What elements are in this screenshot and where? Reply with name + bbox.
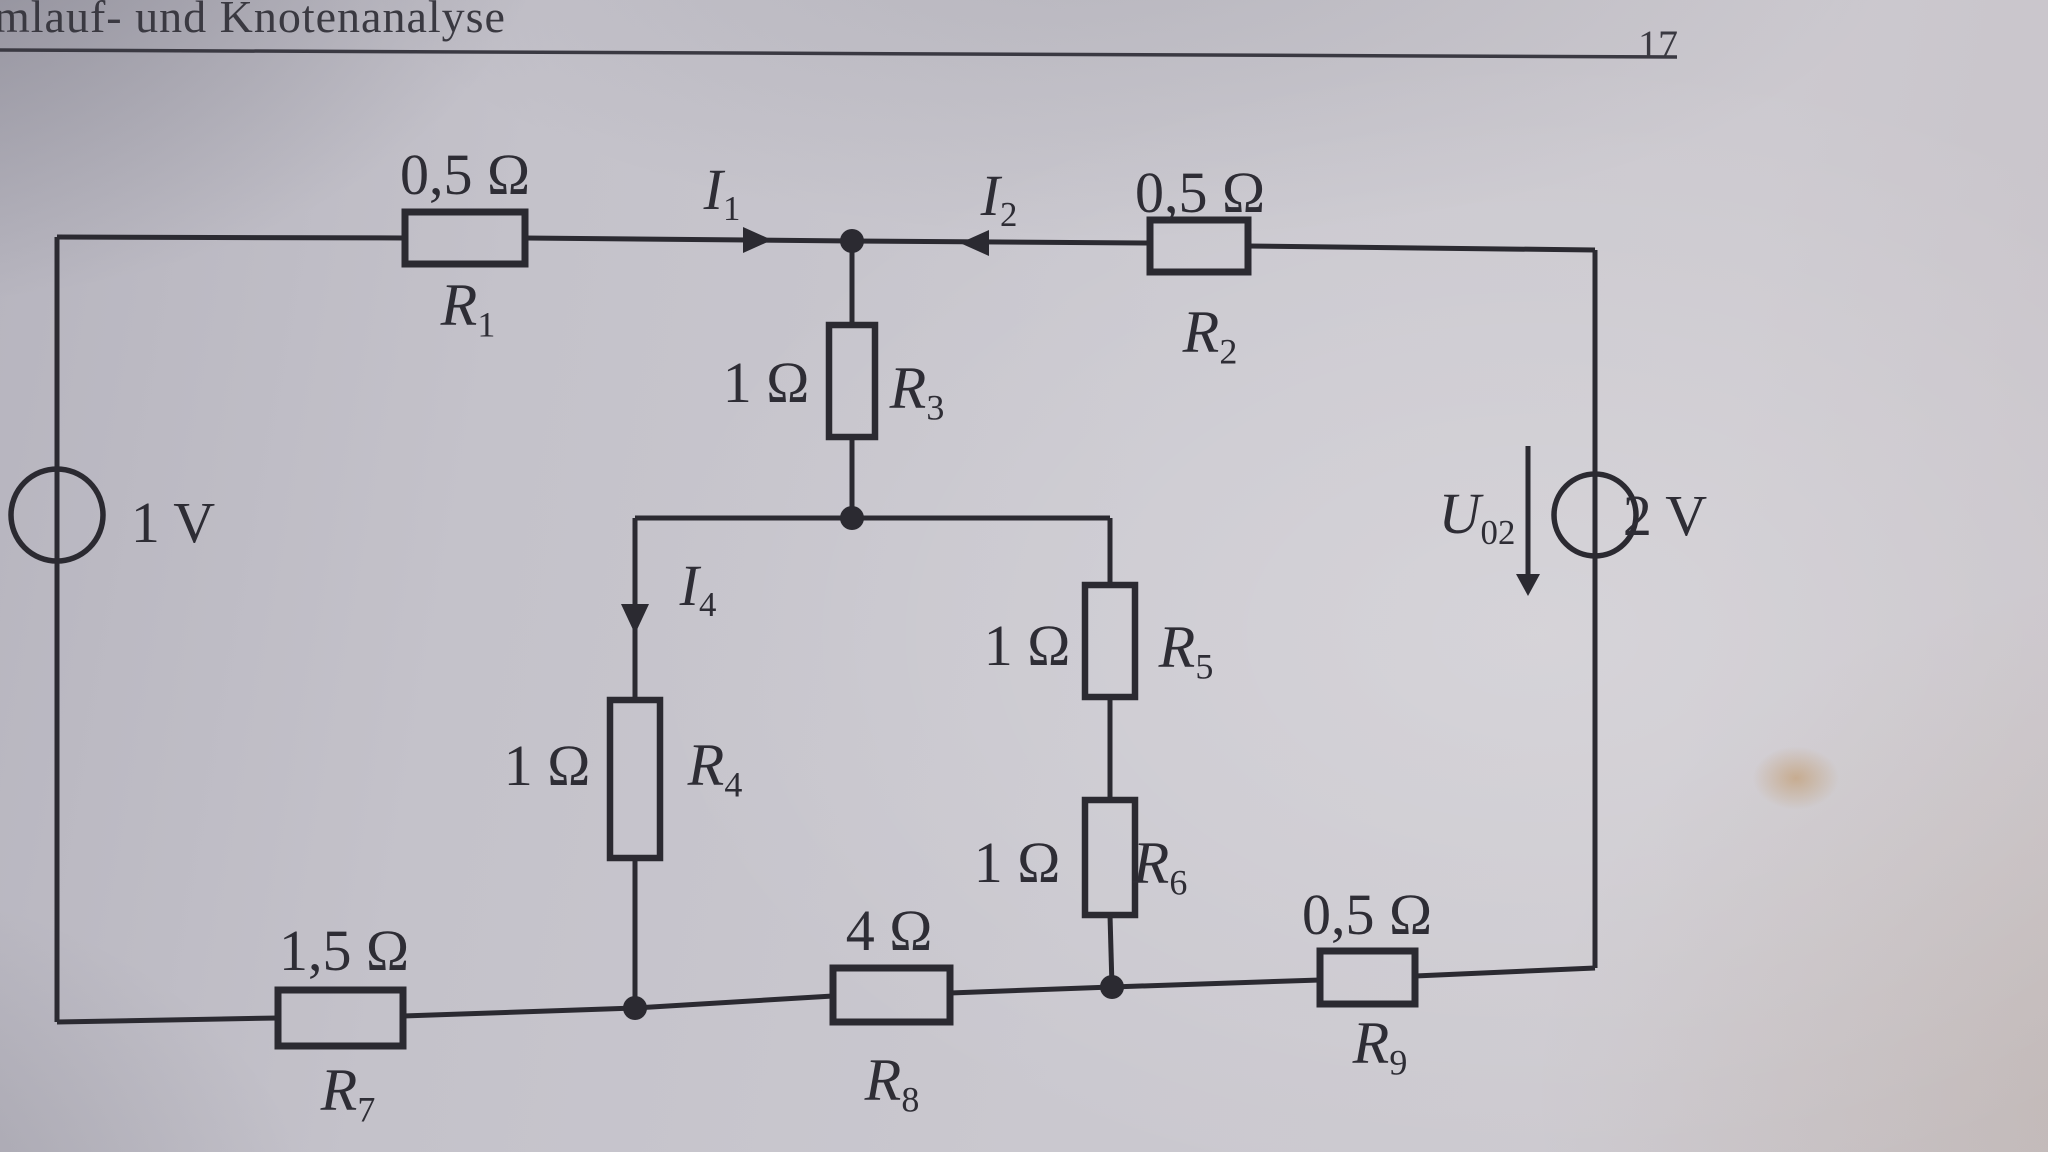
current-symbol: I xyxy=(980,163,1000,228)
voltage-source-1v-label: 1 V xyxy=(130,490,216,555)
source-symbols xyxy=(8,466,1639,564)
i1-arrowhead xyxy=(743,227,772,253)
current-i2-label: I2 xyxy=(981,167,1018,233)
resistor-r1-box xyxy=(401,208,529,268)
resistor-r9-box xyxy=(1316,947,1419,1008)
resistor-symbol: R xyxy=(320,1057,358,1123)
wire-top-left xyxy=(56,234,406,241)
i2-arrowhead xyxy=(960,230,989,256)
wire-bottom-left xyxy=(56,1015,279,1025)
resistor-boxes xyxy=(274,208,1419,1050)
node-mid xyxy=(840,506,864,530)
resistor-subscript: 1 xyxy=(477,304,496,345)
current-i1-label: I1 xyxy=(704,161,741,227)
resistor-r2-value: 0,5 Ω xyxy=(1134,160,1266,225)
resistor-r2-label: R2 xyxy=(1182,299,1238,370)
resistor-r1-value: 0,5 Ω xyxy=(399,142,531,207)
node-bottom-left xyxy=(623,996,647,1020)
current-i4-label: I4 xyxy=(680,557,717,623)
resistor-symbol: R xyxy=(889,355,927,421)
resistor-symbol: R xyxy=(864,1047,902,1113)
resistor-symbol: R xyxy=(1352,1010,1390,1076)
wire-top-mid-left xyxy=(524,235,853,244)
page-number: 17 xyxy=(1638,22,1678,67)
resistor-r8-box xyxy=(829,964,954,1026)
current-symbol: I xyxy=(703,157,723,222)
resistor-r6-box xyxy=(1081,796,1139,919)
resistor-r4-value: 1 Ω xyxy=(503,733,591,798)
wire-bottom-node-r9 xyxy=(1111,977,1321,990)
resistor-subscript: 2 xyxy=(1219,331,1238,372)
u02-arrowhead xyxy=(1516,574,1540,596)
current-subscript: 1 xyxy=(722,189,741,229)
page-header-title: mlauf- und Knotenanalyse xyxy=(0,0,506,42)
resistor-r6-label: R6 xyxy=(1132,830,1188,901)
resistor-r7-value: 1,5 Ω xyxy=(278,918,410,983)
resistor-r2-box xyxy=(1146,216,1252,276)
resistor-symbol: R xyxy=(1132,830,1170,896)
resistor-symbol: R xyxy=(1158,614,1196,680)
resistor-r9-value: 0,5 Ω xyxy=(1301,882,1433,947)
resistor-symbol: R xyxy=(1182,299,1220,365)
node-top xyxy=(840,229,864,253)
current-subscript: 4 xyxy=(698,585,717,625)
resistor-symbol: R xyxy=(440,272,478,338)
node-bottom-right xyxy=(1100,975,1124,999)
resistor-r5-value: 1 Ω xyxy=(983,613,1071,678)
resistor-r5-box xyxy=(1081,581,1139,701)
resistor-subscript: 5 xyxy=(1195,646,1214,687)
resistor-r5-label: R5 xyxy=(1158,614,1214,685)
resistor-r7-box xyxy=(274,986,407,1050)
resistor-subscript: 3 xyxy=(926,387,945,428)
resistor-r8-value: 4 Ω xyxy=(845,898,933,963)
voltage-symbol: U xyxy=(1438,481,1481,546)
circuit-wires xyxy=(0,48,1678,1025)
current-subscript: 2 xyxy=(999,195,1018,235)
resistor-subscript: 7 xyxy=(357,1089,376,1130)
wire-r6-bottom xyxy=(1107,914,1115,988)
wire-bottom-r8-node xyxy=(949,984,1113,996)
wire-top-mid-right xyxy=(851,238,1151,246)
i4-arrowhead xyxy=(621,604,649,634)
voltage-source-1v-circle xyxy=(8,466,106,564)
wire-bottom-node-r8 xyxy=(634,993,834,1011)
wire-bottom-right xyxy=(1414,965,1596,979)
resistor-r1-label: R1 xyxy=(440,272,496,343)
resistor-r8-label: R8 xyxy=(864,1047,920,1118)
resistor-r3-box xyxy=(825,321,879,441)
resistor-r6-value: 1 Ω xyxy=(973,830,1061,895)
resistor-subscript: 4 xyxy=(724,764,743,805)
voltage-source-2v-label: 2 V xyxy=(1622,483,1708,548)
resistor-subscript: 8 xyxy=(901,1079,920,1120)
resistor-subscript: 6 xyxy=(1169,862,1188,903)
current-symbol: I xyxy=(679,553,699,618)
voltage-source-2v-circle xyxy=(1551,471,1639,559)
wire-top-right xyxy=(1247,243,1596,253)
nodes-and-arrows xyxy=(621,227,1540,1020)
resistor-r4-box xyxy=(606,696,664,862)
resistor-r7-label: R7 xyxy=(320,1057,376,1128)
wire-bottom-r7-node xyxy=(402,1005,636,1019)
header-rule xyxy=(0,48,1678,59)
resistor-subscript: 9 xyxy=(1389,1042,1408,1083)
voltage-u02-label: U02 xyxy=(1439,485,1516,551)
voltage-subscript: 02 xyxy=(1480,513,1516,553)
resistor-r3-label: R3 xyxy=(889,355,945,426)
resistor-r4-label: R4 xyxy=(687,732,743,803)
resistor-r9-label: R9 xyxy=(1352,1010,1408,1081)
resistor-symbol: R xyxy=(687,732,725,798)
resistor-r3-value: 1 Ω xyxy=(722,350,810,415)
